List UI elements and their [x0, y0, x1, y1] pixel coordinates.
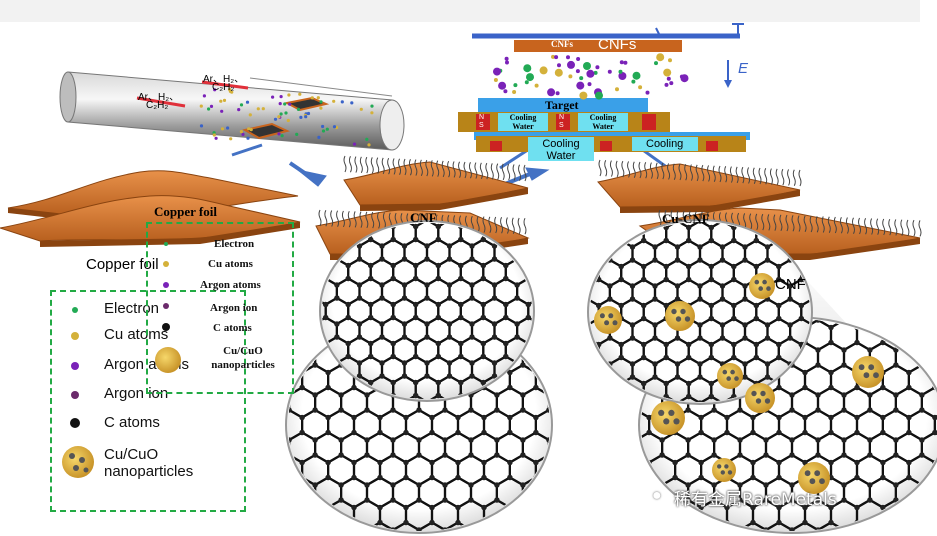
cnf-fibres-center-top [343, 155, 527, 182]
tube-gas-label-3: Ar、H₂、 [203, 74, 245, 85]
tube-gas-label-2: C₂H₂ [146, 100, 169, 111]
copper-foil-label-serif: Copper foil [154, 204, 217, 219]
cnf-center-label: CNF [410, 210, 437, 225]
gas-flow-arrows [136, 80, 249, 108]
copper-foil-label-sans: Copper foil [86, 256, 159, 273]
tube-particles [199, 87, 374, 147]
cooling-water-large: Cooling Water [542, 138, 580, 162]
legend-large-item-argon-ion: Argon ion [104, 385, 169, 402]
magnet-n-label-2: N [559, 114, 565, 121]
legend-large-item-cu-atoms: Cu atoms [104, 326, 169, 343]
legend-small-item-nanoparticles: Cu/CuO nanoparticles [211, 345, 275, 371]
legend-large-item-c-atoms: C atoms [104, 414, 160, 431]
wechat-icon: ● [652, 487, 662, 504]
legend-large [50, 290, 246, 512]
cnfs-label-large: CNFs [598, 36, 637, 53]
legend-cu-atom-marker [71, 332, 79, 340]
plasma-particles [493, 53, 689, 100]
watermark: 稀有金属RareMetals [674, 490, 837, 510]
magnet-s-label-2: S [559, 122, 564, 129]
legend-small-markers [155, 242, 181, 373]
nanoparticles-cucnf-small [594, 273, 775, 389]
cooling-water-small-1: Cooling Water [509, 113, 537, 131]
legend-large-markers [62, 307, 94, 478]
top-band [0, 0, 920, 22]
copper-foil-left [0, 170, 301, 247]
tube-gas-label-4: C₂H₂ [212, 82, 235, 93]
cu-cnf-label: Cu-CNF [662, 211, 710, 226]
legend-large-item-nanoparticles: Cu/CuO nanoparticles [104, 446, 194, 480]
legend-small-item-c-atoms: C atoms [213, 322, 252, 334]
target-label: Target [545, 98, 579, 112]
legend-nanoparticle-marker [62, 446, 94, 478]
legend-c-atom-marker [70, 418, 80, 428]
magnet-n-label-1: N [479, 114, 485, 121]
legend-argon-ion-marker [71, 391, 79, 399]
cnf-fibres-right-top [598, 159, 802, 187]
legend-small-item-argon-ion: Argon ion [210, 302, 258, 314]
legend-small [146, 222, 294, 394]
cooling-large-right: Cooling [646, 138, 684, 150]
tube-samples [242, 96, 330, 140]
e-field-label: E [738, 60, 749, 77]
sputter-apparatus [458, 23, 750, 161]
legend-small-item-cu-atoms: Cu atoms [208, 258, 253, 270]
tube-gas-label-1: Ar、H₂、 [138, 92, 180, 103]
legend-small-item-electron: Electron [214, 238, 255, 250]
legend-small-item-argon-atoms: Argon atoms [200, 279, 261, 291]
cnf-right-partial-label: CNF [775, 276, 806, 293]
legend-argon-atom-marker [71, 362, 79, 370]
nanoparticles-cucnf-large [651, 356, 884, 494]
legend-large-item-electron: Electron [104, 300, 160, 317]
cooling-water-small-2: Cooling Water [589, 113, 617, 131]
magnet-s-label-1: S [479, 122, 484, 129]
cnfs-label-small: CNFs [551, 39, 573, 49]
tube-furnace [59, 71, 405, 151]
legend-electron-marker [72, 307, 78, 313]
